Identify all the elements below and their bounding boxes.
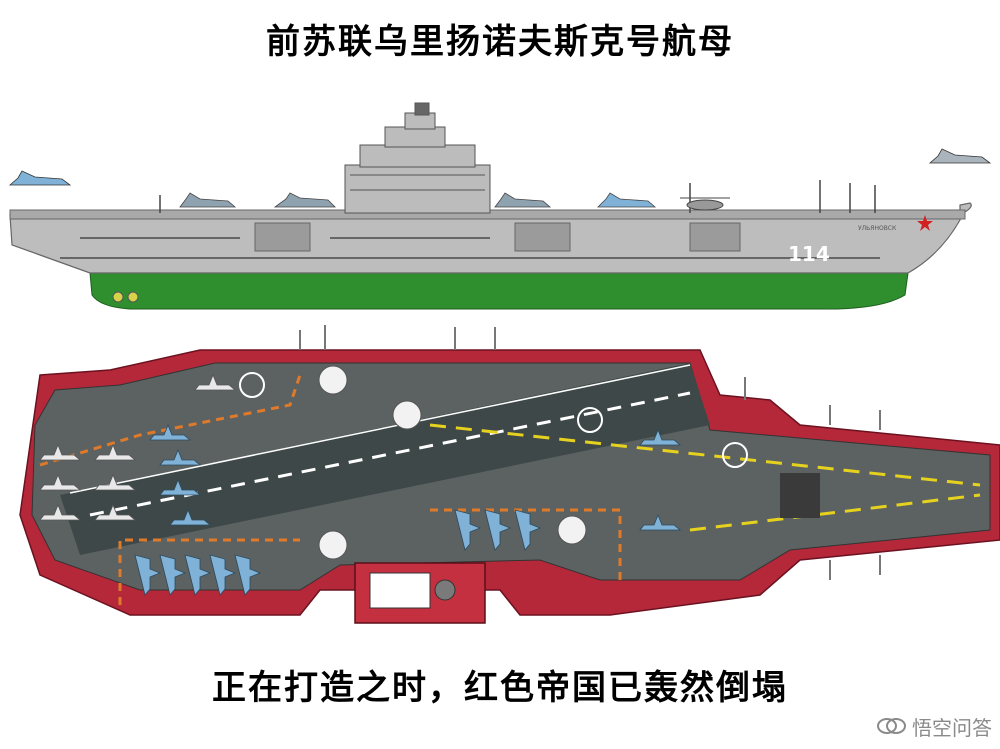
watermark: 悟空问答 [876, 711, 992, 741]
radar-dome-icon [239, 372, 265, 398]
jet-icon [8, 170, 72, 186]
propeller [127, 291, 139, 303]
hull-number: 114 [788, 242, 830, 266]
portholes [80, 237, 240, 239]
jet-icon [209, 554, 237, 596]
jet-icon [94, 503, 137, 521]
propeller [112, 291, 124, 303]
jet-icon [194, 373, 237, 391]
jet-icon [149, 423, 192, 441]
island-top [354, 562, 486, 624]
parking-zone-outline [118, 538, 300, 605]
hull-upper [9, 202, 972, 274]
angled-edge-line [69, 364, 691, 494]
hull-underwater [89, 272, 909, 310]
watermark-text: 悟空问答 [912, 715, 992, 740]
jet-icon [273, 192, 336, 208]
radar-dome-icon [577, 407, 603, 433]
catapult-line [429, 423, 981, 487]
jet-icon [494, 192, 552, 208]
jet-icon [39, 443, 82, 461]
island [344, 102, 491, 214]
jet-icon [179, 192, 237, 208]
top-deck-view [19, 325, 1000, 624]
jet-icon [134, 554, 162, 596]
jet-icon [597, 192, 657, 208]
angled-deck [60, 363, 710, 555]
helicopter-icon [680, 197, 730, 211]
jet-icon [484, 509, 512, 551]
side-profile-view: УЛЬЯНОВСК 114 [8, 102, 992, 310]
caption: 正在打造之时，红色帝国已轰然倒塌 [212, 668, 788, 708]
jet-icon [169, 508, 212, 526]
jet-icon [94, 443, 137, 461]
aew-aircraft [557, 515, 587, 545]
flight-deck [31, 362, 991, 591]
page-title: 前苏联乌里扬诺夫斯克号航母 [266, 22, 734, 62]
jet-icon [928, 148, 992, 164]
hangar-door [689, 222, 741, 252]
bow-ship-name: УЛЬЯНОВСК [858, 225, 897, 232]
catapult-line [689, 493, 981, 532]
jet-icon [234, 554, 262, 596]
aew-aircraft [318, 530, 348, 560]
portholes [330, 237, 490, 239]
portholes [60, 257, 880, 259]
watermark-logo-icon [877, 718, 906, 734]
jet-icon [184, 554, 212, 596]
jet-icon [454, 509, 482, 551]
jet-icon [514, 509, 542, 551]
aew-aircraft [318, 365, 348, 395]
star-icon [917, 215, 933, 231]
jet-icon [39, 473, 82, 491]
parking-zone-outline [39, 374, 302, 467]
jet-icon [159, 478, 202, 496]
parking-zone-outline [430, 508, 622, 585]
radar-dome-icon [722, 442, 748, 468]
jet-icon [159, 448, 202, 466]
deck-elevator-marks [780, 473, 820, 518]
jet-icon [94, 473, 137, 491]
hangar-door [514, 222, 571, 252]
jet-icon [639, 428, 682, 446]
aew-aircraft [392, 400, 422, 430]
jet-icon [39, 503, 82, 521]
jet-icon [639, 513, 682, 531]
hangar-door [254, 222, 311, 252]
jet-icon [159, 554, 187, 596]
